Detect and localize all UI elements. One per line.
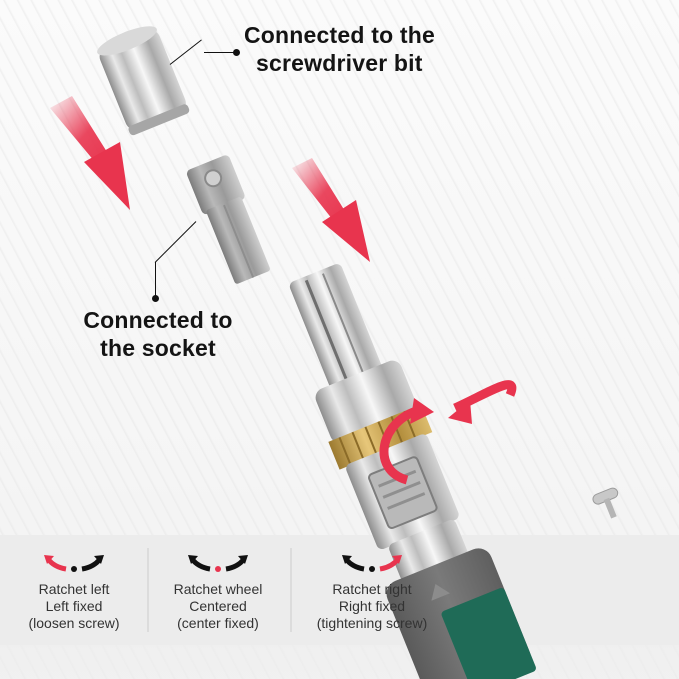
callout-socket: Connected to the socket: [68, 306, 248, 362]
socket-part: [97, 26, 190, 136]
leader-dot-bit: [233, 49, 240, 56]
rotation-arrows-icon: [379, 380, 517, 485]
mode-left-state: Left fixed: [45, 598, 103, 614]
leader-dot-socket: [152, 295, 159, 302]
ratchet-left-icon: [44, 555, 104, 572]
callout-bit-line2: screwdriver bit: [256, 50, 423, 76]
mode-ratchet-left: Ratchet left Left fixed (loosen screw): [4, 553, 144, 632]
direction-arrow-right-icon: [292, 158, 370, 262]
leader-line-bit: [204, 52, 236, 53]
rotation-arrowhead-icon: [410, 398, 434, 424]
rotation-arrowhead-icon: [448, 400, 472, 424]
callout-bit: Connected to the screwdriver bit: [244, 21, 464, 77]
adapter-part: [186, 155, 270, 284]
mode-right-state: Right fixed: [338, 598, 406, 614]
mode-center-note: (center fixed): [177, 615, 259, 631]
modes-panel-background: [0, 535, 679, 645]
callout-socket-line2: the socket: [100, 335, 216, 361]
mode-right-note: (tightening screw): [316, 615, 428, 631]
direction-arrow-left-icon: [50, 96, 130, 210]
mode-right-title: Ratchet right: [332, 581, 412, 597]
panel-fade: [0, 645, 679, 679]
ratchet-center-icon: [188, 555, 248, 572]
callout-bit-line1: Connected to the: [244, 22, 436, 48]
callout-socket-line1: Connected to: [83, 307, 233, 333]
divider: [290, 548, 292, 632]
mode-left-title: Ratchet left: [38, 581, 110, 597]
mode-ratchet-right: Ratchet right Right fixed (tightening sc…: [302, 553, 442, 632]
mode-center-state: Centered: [189, 598, 247, 614]
ratchet-right-icon: [342, 555, 402, 572]
direction-lever: [592, 487, 619, 519]
mode-left-note: (loosen screw): [28, 615, 120, 631]
mode-center-title: Ratchet wheel: [173, 581, 263, 597]
divider: [147, 548, 149, 632]
mode-ratchet-wheel: Ratchet wheel Centered (center fixed): [148, 553, 288, 632]
leader-line-socket-vert: [155, 262, 156, 298]
